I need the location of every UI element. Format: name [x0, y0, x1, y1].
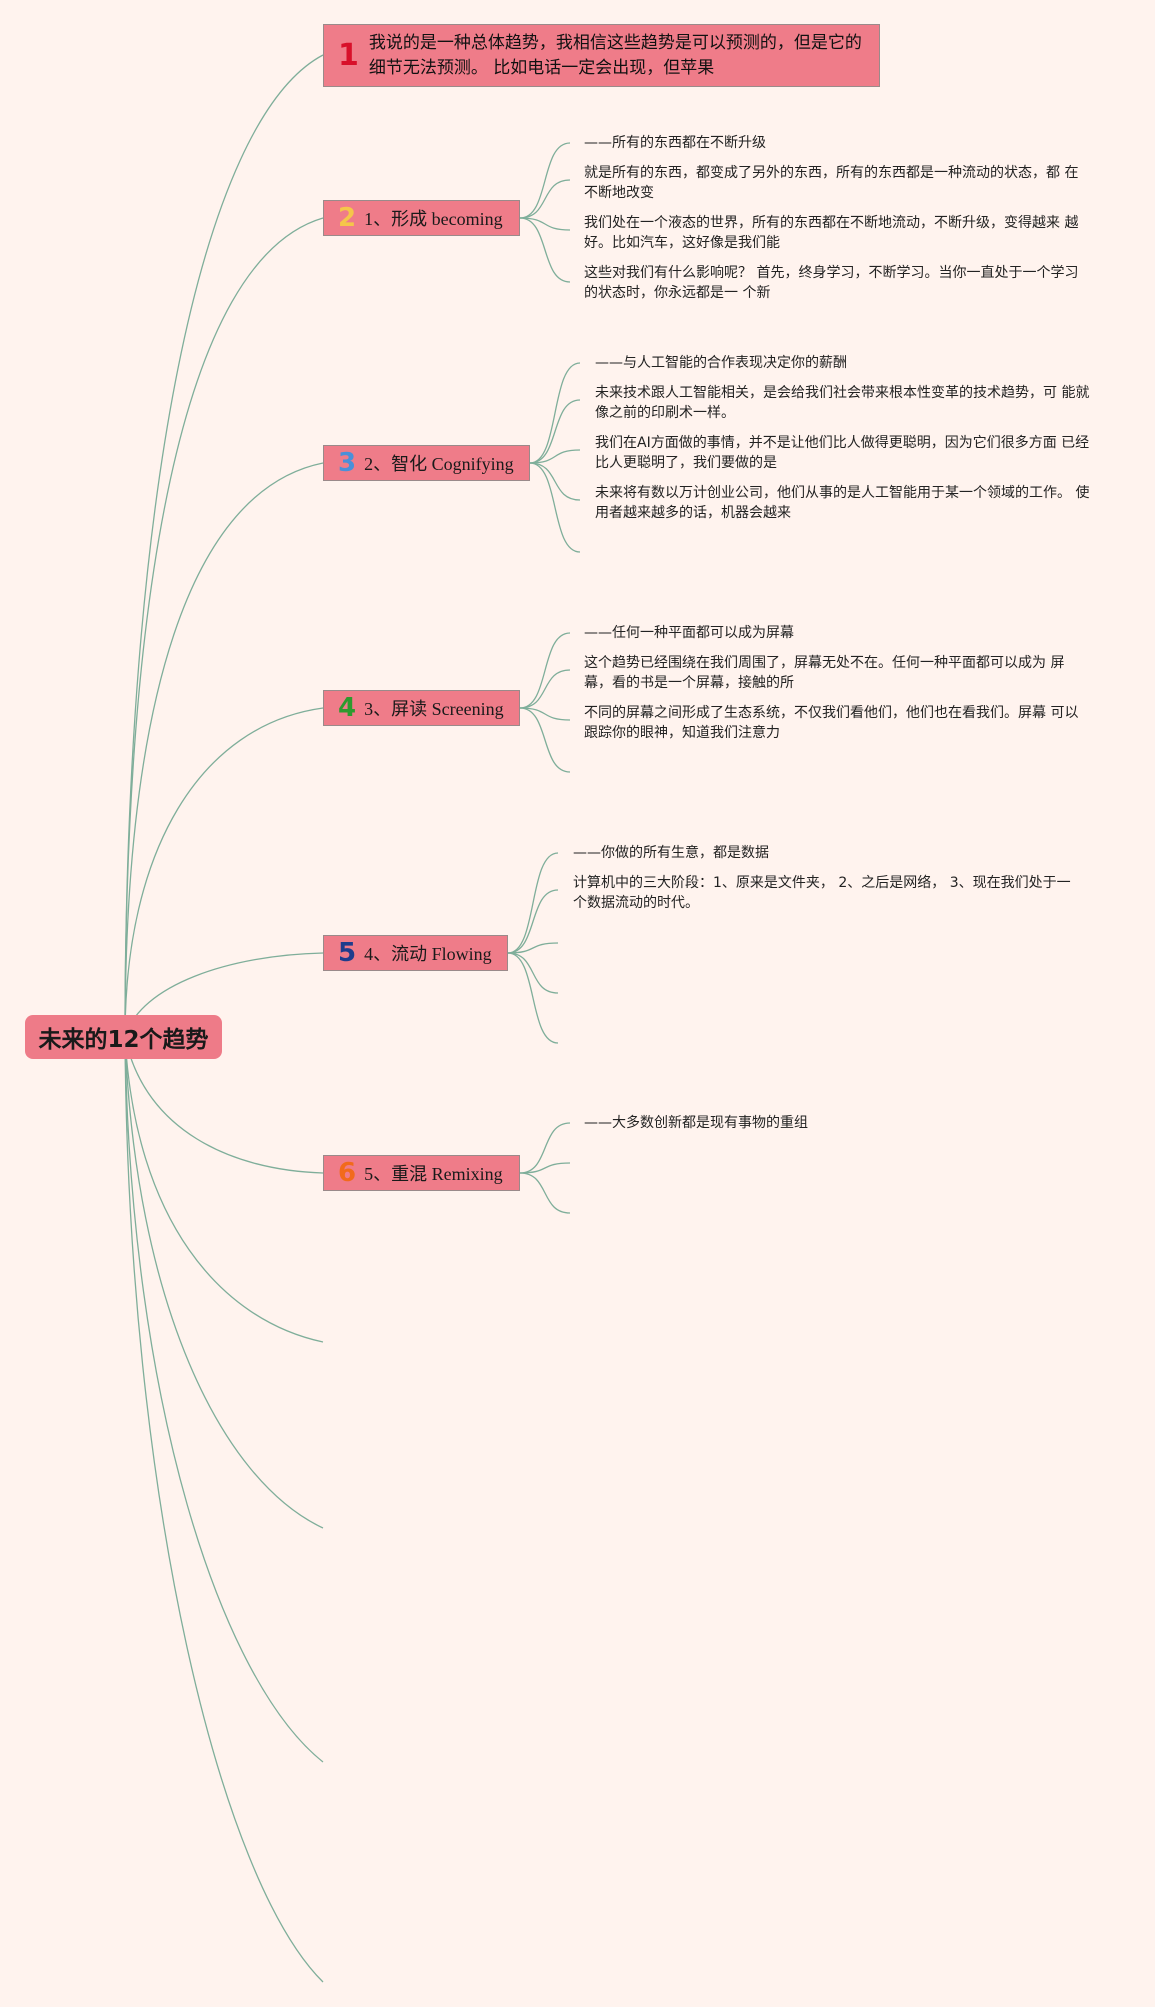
intro-text: 我说的是一种总体趋势，我相信这些趋势是可以预测的，但是它的细节无法预测。 比如电…	[368, 32, 862, 78]
link-b2-leaf	[529, 462, 581, 501]
leaf-text[interactable]: ——大多数创新都是现有事物的重组	[584, 1115, 808, 1131]
branch-node-flowing[interactable]: 5 4、流动 Flowing	[323, 935, 508, 971]
link-b2-leaf	[529, 399, 581, 464]
leaf-text[interactable]: ——所有的东西都在不断升级	[584, 135, 766, 151]
link-b3-leaf	[519, 669, 571, 709]
link-root-branch-5	[124, 1036, 324, 1174]
link-b4-leaf	[507, 889, 559, 954]
link-root-empty-4	[124, 1036, 324, 1983]
branch-label: 5、重混 Remixing	[364, 1164, 503, 1184]
leaf-text[interactable]: 这些对我们有什么影响呢？ 首先，终身学习，不断学习。当你一直处于一个学习的状态时…	[584, 265, 1079, 301]
leaf-text[interactable]: 未来将有数以万计创业公司，他们从事的是人工智能用于某一个领域的工作。 使用者越来…	[595, 485, 1090, 521]
root-label: 未来的12个趋势	[38, 1027, 209, 1053]
leaf-text[interactable]: 不同的屏幕之间形成了生态系统，不仅我们看他们，他们也在看我们。屏幕 可以跟踪你的…	[584, 705, 1079, 741]
link-root-branch-2	[124, 462, 324, 1038]
branch-number-badge: 5	[338, 938, 357, 968]
link-root-empty-1	[124, 1036, 324, 1343]
leaf-text[interactable]: 未来技术跟人工智能相关，是会给我们社会带来根本性变革的技术趋势，可 能就像之前的…	[595, 385, 1090, 421]
branch-number-badge: 2	[338, 203, 357, 233]
link-root-empty-3	[124, 1036, 324, 1763]
link-root-empty-2	[124, 1036, 324, 1529]
link-root-intro	[124, 54, 324, 1038]
branch-number-badge: 6	[338, 1158, 357, 1188]
leaf-text[interactable]: 我们在AI方面做的事情，并不是让他们比人做得更聪明，因为它们很多方面 已经比人更…	[595, 435, 1090, 471]
intro-number-badge: 1	[338, 37, 359, 73]
branch-node-cognifying[interactable]: 3 2、智化 Cognifying	[323, 445, 530, 481]
link-b2-leaf	[529, 362, 581, 464]
link-b1-leaf	[519, 179, 571, 219]
branch-node-screening[interactable]: 4 3、屏读 Screening	[323, 690, 520, 726]
link-b3-leaf	[519, 632, 571, 709]
link-b1-leaf	[519, 142, 571, 219]
link-b2-leaf	[529, 449, 581, 464]
branch-label: 3、屏读 Screening	[364, 699, 504, 719]
link-b3-leaf	[519, 707, 571, 721]
link-b1-leaf	[519, 217, 571, 283]
branch-node-becoming[interactable]: 2 1、形成 becoming	[323, 200, 520, 236]
link-b4-leaf	[507, 852, 559, 954]
link-b3-leaf	[519, 707, 571, 773]
link-b2-leaf	[529, 462, 581, 553]
link-b4-leaf	[507, 942, 559, 954]
link-root-branch-1	[124, 217, 324, 1038]
intro-node[interactable]: 1 我说的是一种总体趋势，我相信这些趋势是可以预测的，但是它的细节无法预测。 比…	[323, 24, 880, 87]
leaf-text[interactable]: ——你做的所有生意，都是数据	[573, 845, 769, 861]
link-b5-leaf	[519, 1122, 571, 1174]
leaf-text[interactable]: 我们处在一个液态的世界，所有的东西都在不断地流动，不断升级，变得越来 越好。比如…	[584, 215, 1079, 251]
leaf-text[interactable]: 计算机中的三大阶段：1、原来是文件夹， 2、之后是网络， 3、现在我们处于一个数…	[573, 875, 1071, 911]
root-node[interactable]: 未来的12个趋势	[25, 1015, 222, 1059]
branch-node-remixing[interactable]: 6 5、重混 Remixing	[323, 1155, 520, 1191]
link-root-branch-3	[124, 707, 324, 1038]
leaf-text[interactable]: ——任何一种平面都可以成为屏幕	[584, 625, 794, 641]
branch-number-badge: 3	[338, 448, 357, 478]
leaf-text[interactable]: 就是所有的东西，都变成了另外的东西，所有的东西都是一种流动的状态，都 在不断地改…	[584, 165, 1079, 201]
link-b4-leaf	[507, 952, 559, 1044]
link-b4-leaf	[507, 952, 559, 994]
leaf-text[interactable]: ——与人工智能的合作表现决定你的薪酬	[595, 355, 847, 371]
link-b1-leaf	[519, 217, 571, 231]
leaf-text[interactable]: 这个趋势已经围绕在我们周围了，屏幕无处不在。任何一种平面都可以成为 屏幕，看的书…	[584, 655, 1065, 691]
link-b5-leaf	[519, 1172, 571, 1214]
branch-number-badge: 4	[338, 693, 357, 723]
branch-label: 2、智化 Cognifying	[364, 454, 514, 474]
branch-label: 4、流动 Flowing	[364, 944, 492, 964]
link-b5-leaf	[519, 1162, 571, 1174]
branch-label: 1、形成 becoming	[364, 209, 503, 229]
